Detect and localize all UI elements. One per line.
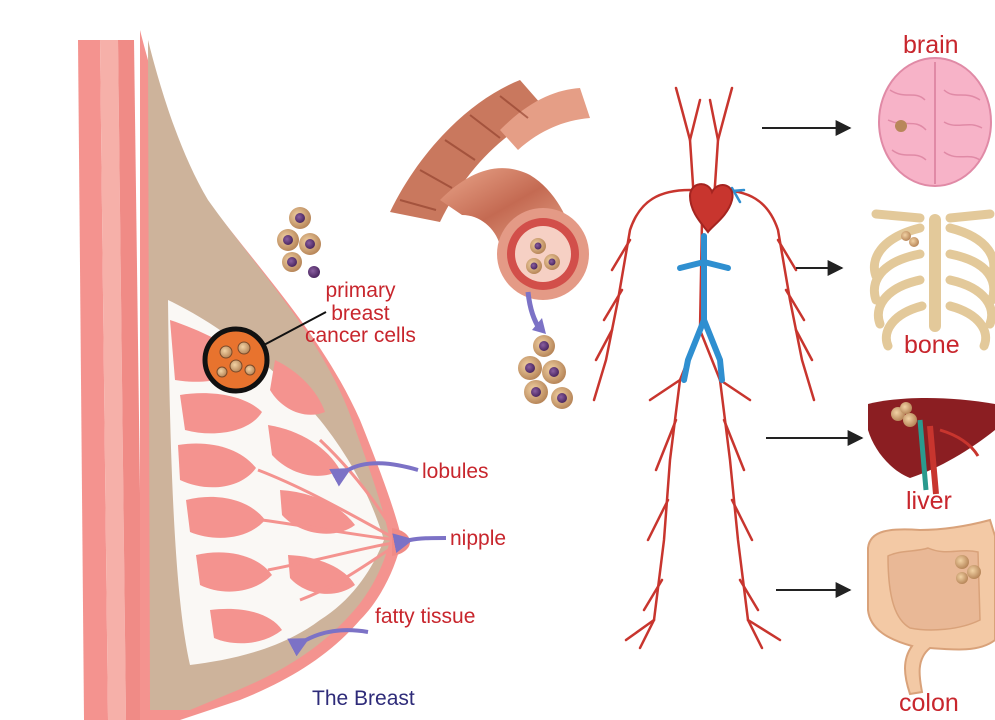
nipple-label: nipple: [450, 528, 506, 551]
primary-cancer-label: primary breast cancer cells: [305, 280, 416, 348]
breast-illustration: [78, 30, 410, 720]
organ-label-bone: bone: [904, 332, 960, 359]
lobules-label: lobules: [422, 461, 489, 484]
ribcage-illustration: [874, 214, 993, 346]
colon-illustration: [868, 520, 995, 694]
nipple-pointer: [410, 538, 446, 540]
organ-label-brain: brain: [903, 32, 959, 59]
liver-illustration: [868, 398, 995, 494]
escaping-cells-cluster: [277, 207, 321, 278]
brain-illustration: [879, 58, 991, 186]
blood-vessel-illustration: [390, 80, 590, 409]
circulatory-system-illustration: [594, 88, 814, 648]
organ-label-colon: colon: [899, 690, 959, 717]
fatty-tissue-label: fatty tissue: [375, 606, 475, 629]
the-breast-caption: The Breast: [312, 688, 415, 711]
organ-label-liver: liver: [906, 488, 952, 515]
